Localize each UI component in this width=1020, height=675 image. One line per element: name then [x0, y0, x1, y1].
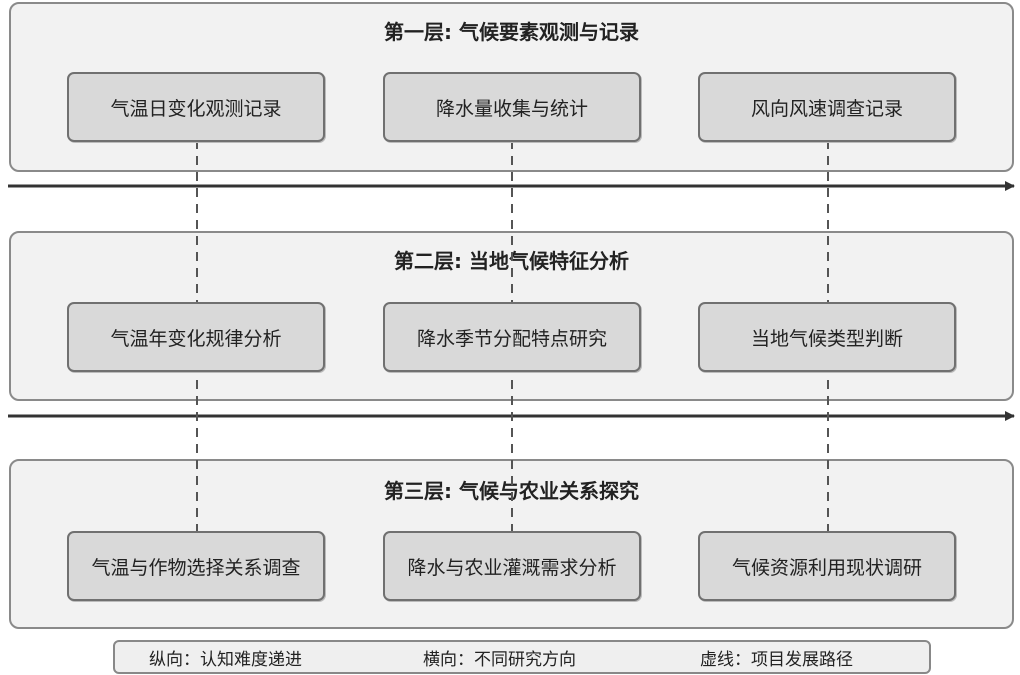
node-l3-crop-selection: 气温与作物选择关系调查 [67, 531, 325, 601]
node-l3-resource-use: 气候资源利用现状调研 [698, 531, 956, 601]
legend-dashed: 虚线：项目发展路径 [700, 649, 853, 670]
legend-box: 纵向：认知难度递进 横向：不同研究方向 虚线：项目发展路径 [113, 640, 931, 674]
layer-3-title: 第三层: 气候与农业关系探究 [384, 479, 639, 503]
legend-horizontal: 横向：不同研究方向 [423, 649, 576, 670]
node-l2-climate-type: 当地气候类型判断 [698, 302, 956, 372]
node-l3-irrigation: 降水与农业灌溉需求分析 [383, 531, 641, 601]
node-l1-precipitation: 降水量收集与统计 [383, 72, 641, 142]
legend-vertical: 纵向：认知难度递进 [149, 649, 302, 670]
node-l2-precipitation: 降水季节分配特点研究 [383, 302, 641, 372]
layer-2-title: 第二层: 当地气候特征分析 [394, 249, 629, 273]
node-l2-temperature: 气温年变化规律分析 [67, 302, 325, 372]
layer-1-title: 第一层: 气候要素观测与记录 [384, 20, 639, 44]
node-l1-temperature: 气温日变化观测记录 [67, 72, 325, 142]
node-l1-wind: 风向风速调查记录 [698, 72, 956, 142]
